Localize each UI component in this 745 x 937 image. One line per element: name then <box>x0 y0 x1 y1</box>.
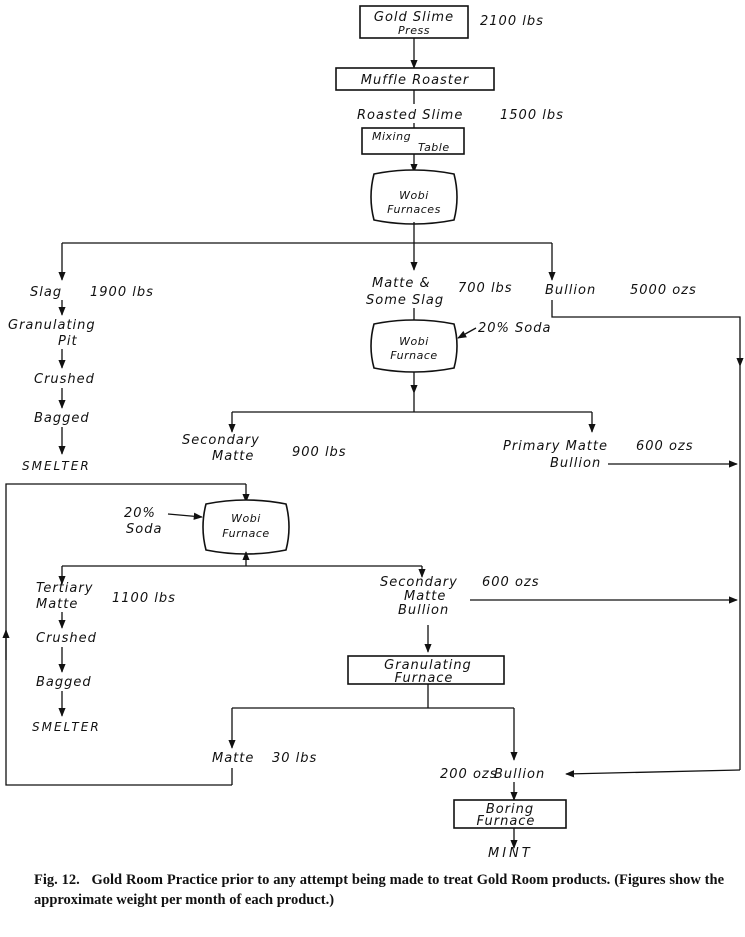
roasted-slime-label: Roasted Slime <box>357 108 463 123</box>
matte-small-label: Matte <box>212 751 254 766</box>
wobi-furnace-2-label-2: Furnace <box>390 349 437 362</box>
bullion-main-qty: 5000 ozs <box>630 283 697 298</box>
granulating-pit-label: Granulating <box>8 318 96 333</box>
wobi-furnace-2-shape <box>370 319 458 373</box>
gold-slime-press-qty: 2100 lbs <box>480 14 544 29</box>
matte-small-qty: 30 lbs <box>272 751 317 766</box>
wobi-furnace-2-label: Wobi <box>399 335 429 348</box>
wobi-furnaces-label: Wobi <box>399 189 429 202</box>
bullion-200-label: Bullion <box>494 767 545 782</box>
tertiary-matte-label-2: Matte <box>36 597 78 612</box>
wobi-furnace-3-label-2: Furnace <box>222 527 269 540</box>
flowsheet-diagram: Gold Slime Press 2100 lbs Muffle Roaster… <box>2 5 744 849</box>
smelter-1-label: SMELTER <box>22 459 91 473</box>
flow-line <box>565 769 741 778</box>
slag-label: Slag <box>30 285 62 300</box>
wobi-furnace-3-label: Wobi <box>231 512 261 525</box>
secondary-matte-label-2: Matte <box>212 449 254 464</box>
wobi-furnaces-label-2: Furnaces <box>387 203 441 216</box>
gold-slime-press-label-2: Press <box>398 24 430 37</box>
matte-slag-label: Matte & <box>372 276 431 291</box>
mixing-table-label-2: Table <box>418 141 450 154</box>
secondary-matte-qty: 900 lbs <box>292 445 347 460</box>
wobi-furnace-3-shape <box>202 499 290 555</box>
granulating-furnace-box <box>347 655 505 685</box>
matte-slag-label-2: Some Slag <box>366 293 444 308</box>
bullion-main-label: Bullion <box>545 283 596 298</box>
additive-arrow <box>167 512 203 520</box>
secondary-matte-bullion-label-3: Bullion <box>398 603 449 618</box>
granulating-furnace-label: Granulating <box>384 658 472 673</box>
roasted-slime-qty: 1500 lbs <box>500 108 564 123</box>
tertiary-matte-label: Tertiary <box>36 581 93 596</box>
gold-slime-press-label: Gold Slime <box>374 10 454 25</box>
primary-matte-bullion-label: Primary Matte <box>503 439 608 454</box>
mixing-table-label: Mixing <box>372 130 411 143</box>
tertiary-matte-qty: 1100 lbs <box>112 591 176 606</box>
matte-slag-qty: 700 lbs <box>458 281 513 296</box>
wobi-furnace-3-additive-2: Soda <box>126 522 162 537</box>
wobi-furnaces-shape <box>370 169 458 225</box>
crushed-1-label: Crushed <box>34 372 95 387</box>
secondary-matte-bullion-label-2: Matte <box>404 589 446 604</box>
mint-label: MINT <box>488 846 533 861</box>
granulating-furnace-label-2: Furnace <box>395 671 454 686</box>
caption-text: Gold Room Practice prior to any attempt … <box>34 872 725 908</box>
secondary-matte-bullion-qty: 600 ozs <box>482 575 540 590</box>
bagged-2-label: Bagged <box>36 675 92 690</box>
boring-furnace-box <box>453 799 567 829</box>
bagged-1-label: Bagged <box>34 411 90 426</box>
wobi-furnace-3-additive: 20% <box>124 506 156 521</box>
granulating-pit-label-2: Pit <box>58 334 78 349</box>
secondary-matte-bullion-label: Secondary <box>380 575 458 590</box>
figure-caption: Fig. 12. Gold Room Practice prior to any… <box>34 870 724 910</box>
flow-line <box>551 300 744 367</box>
boring-furnace-label-2: Furnace <box>477 814 536 829</box>
secondary-matte-label: Secondary <box>182 433 260 448</box>
slag-qty: 1900 lbs <box>90 285 154 300</box>
muffle-roaster-label: Muffle Roaster <box>361 73 470 88</box>
boring-furnace-label: Boring <box>486 802 534 817</box>
wobi-furnace-2-additive: 20% Soda <box>478 321 551 336</box>
mixing-table-box <box>361 127 465 155</box>
additive-arrow <box>457 327 477 339</box>
primary-matte-bullion-qty: 600 ozs <box>636 439 694 454</box>
crushed-2-label: Crushed <box>36 631 97 646</box>
gold-slime-press-box <box>359 5 469 39</box>
primary-matte-bullion-label-2: Bullion <box>550 456 601 471</box>
smelter-2-label: SMELTER <box>32 720 101 734</box>
bullion-200-qty: 200 ozs <box>440 767 498 782</box>
caption-prefix: Fig. 12. <box>34 872 80 888</box>
muffle-roaster-box <box>335 67 495 91</box>
